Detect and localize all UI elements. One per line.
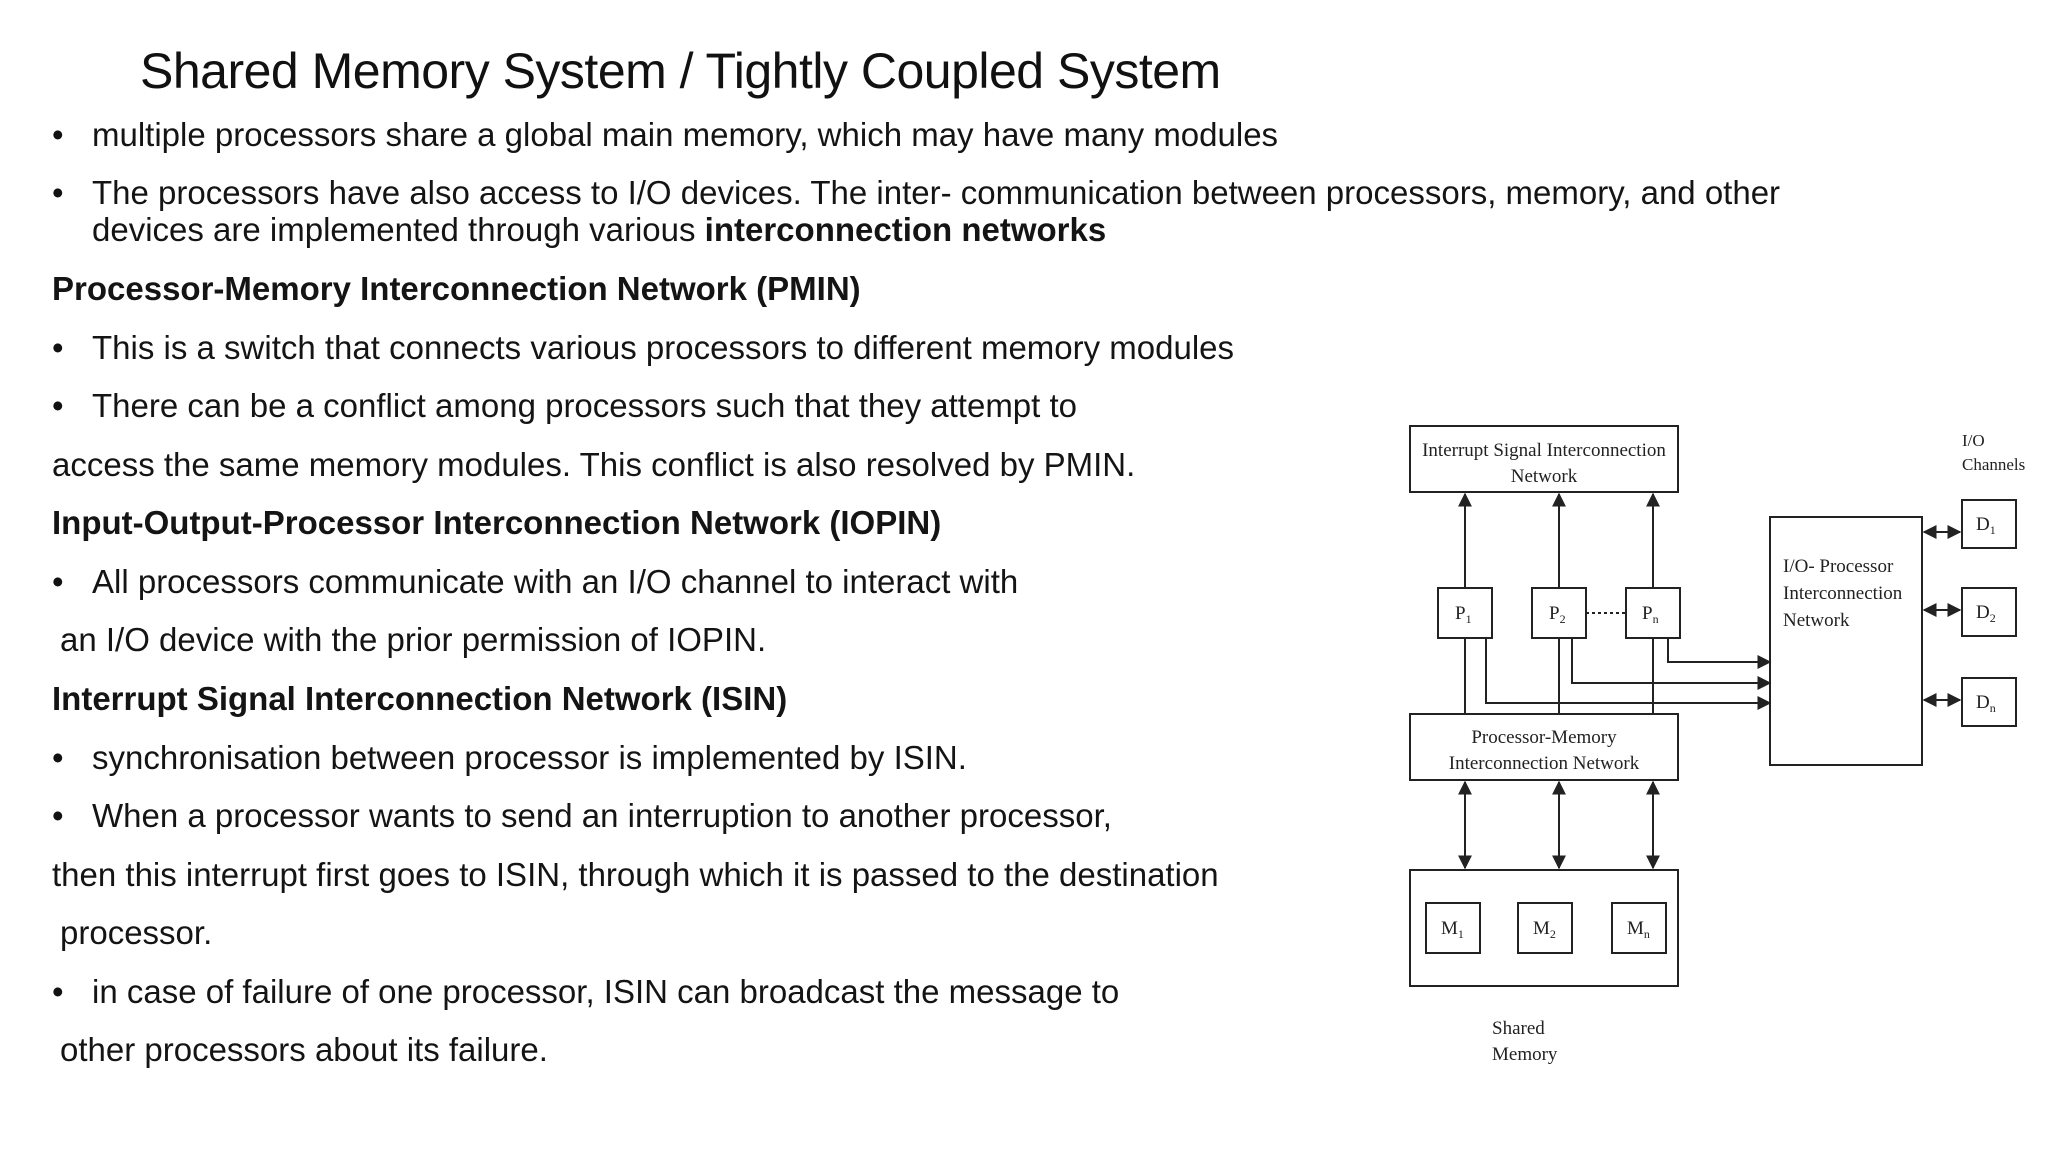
iopin-label-line1: I/O- Processor [1783, 556, 1894, 577]
io-channels-label-line1: I/O [1962, 431, 1985, 450]
label-subscript: n [1990, 701, 1996, 715]
bullet-marker: • [52, 116, 64, 153]
label-base: D [1976, 514, 1990, 535]
iopin-label-line3: Network [1783, 610, 1850, 631]
memory-mn-box [1611, 902, 1667, 954]
bullet-marker: • [52, 739, 64, 776]
pmin-label-line2: Interconnection Network [1449, 753, 1640, 774]
label-base: M [1441, 918, 1458, 939]
iopin-box [1769, 516, 1923, 766]
text-line-conflict-resolved: access the same memory modules. This con… [52, 446, 1136, 483]
label-subscript: 2 [1560, 612, 1566, 626]
memory-m1-label: M1 [1441, 918, 1464, 941]
label-base: D [1976, 692, 1990, 713]
label-base: M [1533, 918, 1550, 939]
text-line-interruption: When a processor wants to send an interr… [92, 797, 1112, 834]
text-line-synchronisation: synchronisation between processor is imp… [92, 739, 967, 776]
text-plain: devices are implemented through various [92, 211, 696, 248]
label-base: M [1627, 918, 1644, 939]
device-dn-box [1961, 677, 2017, 727]
label-subscript: 2 [1550, 927, 1556, 941]
text-line-processor: processor. [60, 914, 213, 951]
arrow-pn-iopin [1667, 638, 1772, 669]
shared-memory-label-line2: Memory [1492, 1044, 1558, 1065]
label-base: P [1642, 603, 1653, 624]
iopin-label-line2: Interconnection [1783, 583, 1903, 604]
bullet-marker: • [52, 387, 64, 424]
bullet-marker: • [52, 329, 64, 366]
label-base: P [1549, 603, 1560, 624]
slide-title: Shared Memory System / Tightly Coupled S… [140, 43, 1221, 99]
device-d2-box [1961, 587, 2017, 637]
isin-label-line2: Network [1511, 466, 1578, 487]
memory-mn-label: Mn [1627, 918, 1650, 941]
label-subscript: 2 [1990, 611, 1996, 625]
processor-p1-label: P1 [1455, 603, 1472, 626]
io-channels-label-line2: Channels [1962, 455, 2025, 474]
shared-memory-label-line1: Shared [1492, 1018, 1545, 1039]
arrow-p1-iopin [1485, 638, 1772, 710]
label-subscript: 1 [1466, 612, 1472, 626]
memory-m2-label: M2 [1533, 918, 1556, 941]
pmin-box [1409, 713, 1679, 781]
bullet-marker: • [52, 797, 64, 834]
text-line-io-channel: All processors communicate with an I/O c… [92, 563, 1019, 600]
pmin-label-line1: Processor-Memory [1471, 727, 1617, 748]
memory-m1-box [1425, 902, 1481, 954]
arrow-p2-iopin [1571, 638, 1772, 690]
text-line-failure-broadcast: other processors about its failure. [60, 1031, 548, 1068]
isin-box [1409, 425, 1679, 493]
memory-m2-box [1517, 902, 1573, 954]
processor-pn-label: Pn [1642, 603, 1659, 626]
label-subscript: 1 [1458, 927, 1464, 941]
text-line-interconnection: devices are implemented through various … [92, 211, 1106, 249]
device-dn-label: Dn [1976, 692, 1996, 715]
shared-memory-box [1409, 869, 1679, 987]
label-subscript: n [1644, 927, 1650, 941]
label-subscript: n [1653, 612, 1659, 626]
text-bold-interconnection-networks: interconnection networks [704, 211, 1107, 248]
heading-pmin: Processor-Memory Interconnection Network… [52, 270, 861, 307]
isin-label-line1: Interrupt Signal Interconnection [1422, 440, 1666, 461]
bullet-marker: • [52, 973, 64, 1010]
heading-iopin: Input-Output-Processor Interconnection N… [52, 504, 942, 541]
bullet-marker: • [52, 174, 64, 211]
bullet-marker: • [52, 563, 64, 600]
label-subscript: 1 [1990, 523, 1996, 537]
text-line-pmin-switch: This is a switch that connects various p… [92, 329, 1235, 366]
heading-isin: Interrupt Signal Interconnection Network… [52, 680, 788, 717]
text-line-interrupt-path: then this interrupt first goes to ISIN, … [52, 856, 1219, 893]
device-d2-label: D2 [1976, 602, 1996, 625]
text-line-io-access: The processors have also access to I/O d… [92, 174, 1781, 211]
text-line-io-permission: an I/O device with the prior permission … [60, 621, 767, 658]
label-base: P [1455, 603, 1466, 624]
text-line-failure: in case of failure of one processor, ISI… [92, 973, 1120, 1010]
device-d1-box [1961, 499, 2017, 549]
device-d1-label: D1 [1976, 514, 1996, 537]
text-line-global-memory: multiple processors share a global main … [92, 116, 1279, 153]
processor-p2-label: P2 [1549, 603, 1566, 626]
text-line-conflict: There can be a conflict among processors… [92, 387, 1078, 424]
label-base: D [1976, 602, 1990, 623]
